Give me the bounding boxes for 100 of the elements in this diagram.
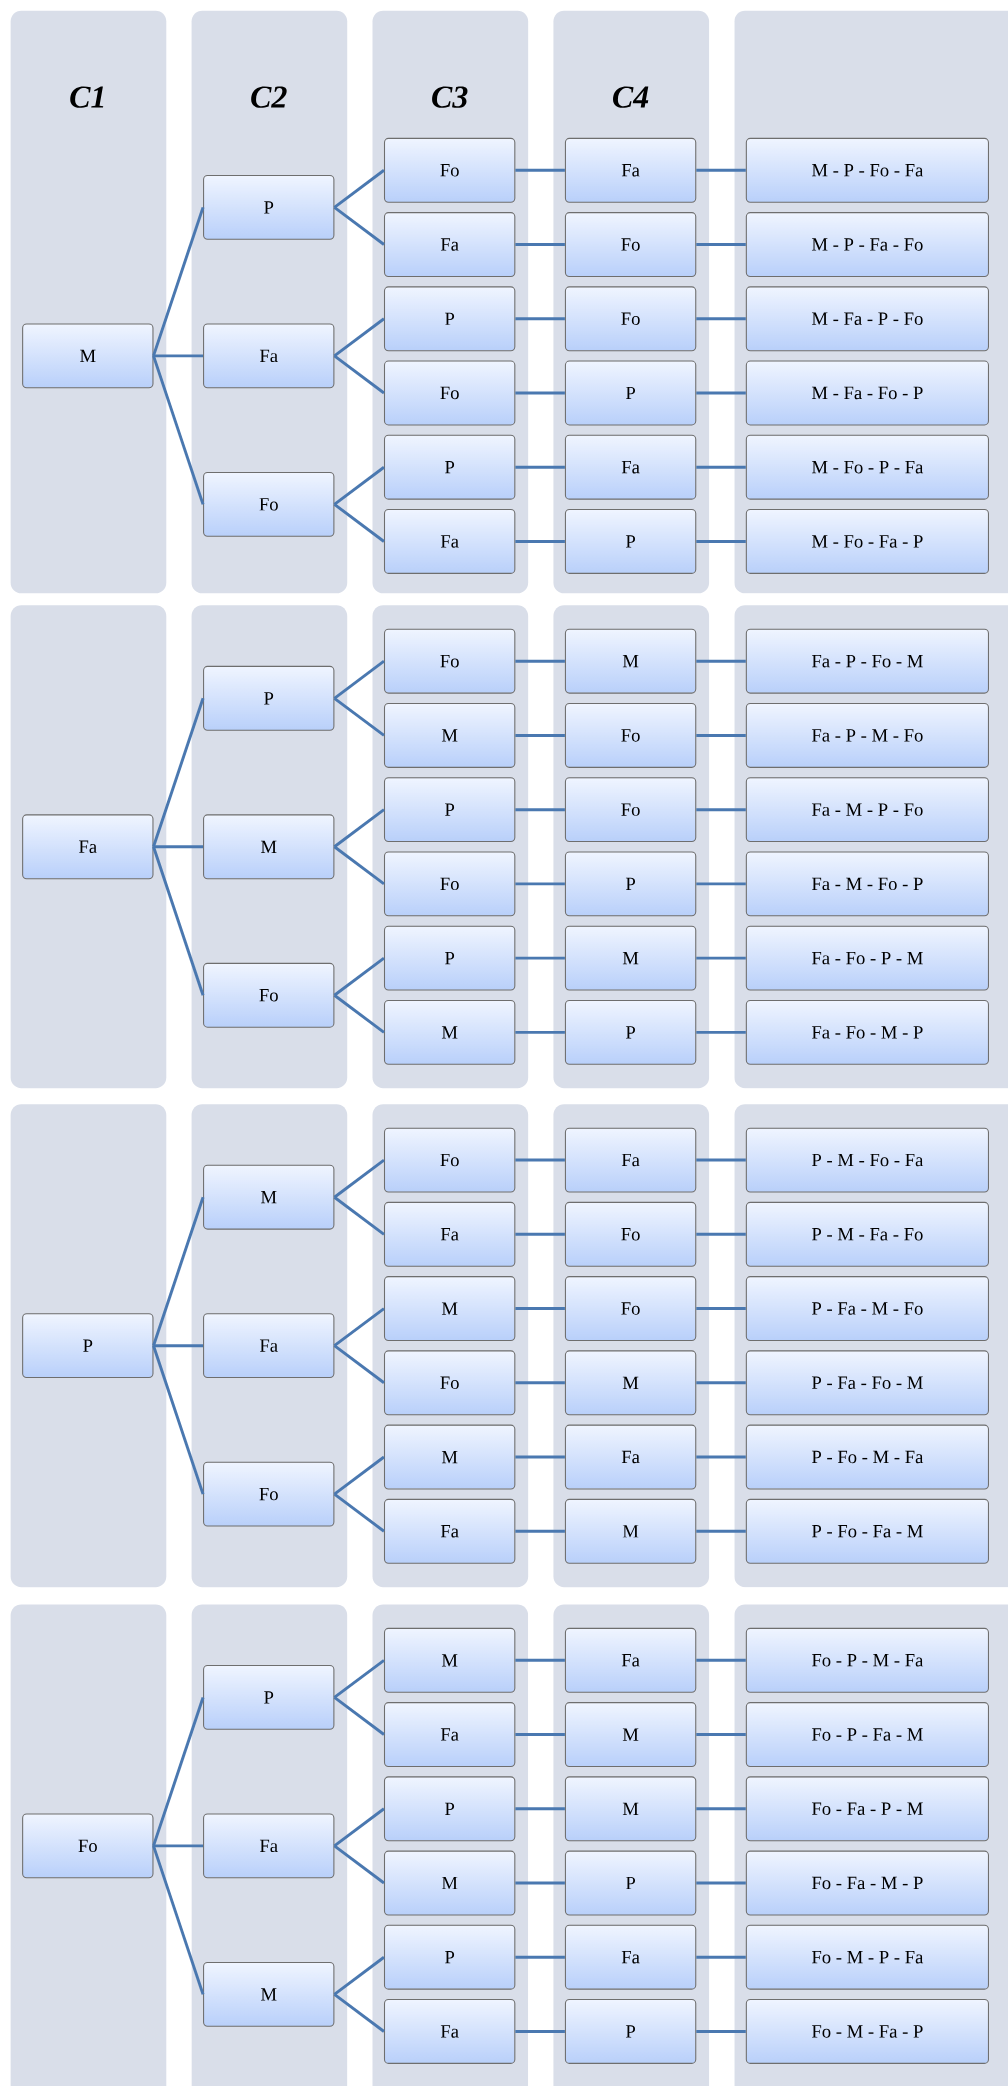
letter-box: Fo (383, 1127, 516, 1193)
letter-box: Fo (383, 137, 516, 203)
sequence-box: Fa - M - P - Fo (745, 777, 989, 843)
letter-box: Fa (564, 137, 697, 203)
connector-line (333, 466, 385, 506)
letter-box: Fo (202, 471, 335, 537)
connector-line (515, 1529, 565, 1533)
sequence-box: Fa - P - M - Fo (745, 703, 989, 768)
letter-box: Fo (21, 1813, 154, 1879)
connector-line (696, 1733, 746, 1736)
letter-box: Fa (383, 1702, 516, 1767)
letter-box: M (564, 1498, 697, 1564)
letter-box: M (383, 1424, 516, 1490)
letter-box: M (564, 925, 697, 991)
letter-box: Fo (383, 628, 516, 694)
connector-line (515, 2030, 565, 2033)
connector-line (515, 882, 565, 886)
column-heading: C2 (250, 86, 287, 108)
sequence-box: M - Fo - P - Fa (745, 434, 989, 500)
connector-line (696, 733, 746, 737)
letter-box: P (564, 999, 697, 1065)
connector-line (515, 540, 565, 543)
connector-line (515, 243, 565, 246)
connector-line (515, 1158, 565, 1162)
connector-line (696, 391, 746, 395)
connector-line (696, 168, 746, 172)
connector-line (515, 168, 565, 172)
letter-box: Fo (564, 777, 697, 843)
connector-line (333, 1956, 385, 1996)
sequence-box: Fa - Fo - P - M (745, 925, 989, 991)
letter-box: Fa (564, 1627, 697, 1693)
connector-line (515, 391, 565, 395)
connector-line (333, 1659, 385, 1699)
connector-line (696, 1381, 746, 1385)
connector-line (515, 1658, 565, 1662)
connector-line (515, 808, 565, 812)
letter-box: Fa (202, 1813, 335, 1879)
letter-box: P (383, 1924, 516, 1990)
connector-line (333, 317, 385, 358)
connector-line (696, 1955, 746, 1959)
connector-line (696, 317, 746, 321)
column-heading: C3 (431, 86, 468, 108)
connector-line (515, 317, 565, 321)
connector-line (515, 1955, 565, 1959)
connector-line (696, 1158, 746, 1162)
sequence-box: Fo - M - P - Fa (745, 1924, 989, 1990)
connector-line (333, 354, 385, 395)
sequence-box: M - P - Fo - Fa (745, 137, 989, 203)
connector-line (696, 540, 746, 543)
connector-line (696, 1455, 746, 1459)
connector-line (333, 1696, 385, 1736)
connector-line (696, 1807, 746, 1811)
sequence-box: Fo - Fa - P - M (745, 1776, 989, 1842)
letter-box: Fa (383, 509, 516, 574)
connector-line (333, 503, 385, 543)
connector-line (696, 659, 746, 663)
letter-box: P (564, 851, 697, 917)
connector-line (333, 1307, 385, 1347)
letter-box: M (564, 628, 697, 694)
connector-line (151, 355, 205, 505)
letter-box: P (564, 1850, 697, 1916)
letter-box: Fo (202, 1461, 335, 1527)
letter-box: P (202, 174, 335, 240)
letter-box: Fo (383, 851, 516, 917)
connector-line (151, 697, 205, 848)
sequence-box: P - M - Fa - Fo (745, 1201, 989, 1267)
sequence-box: P - M - Fo - Fa (745, 1127, 989, 1193)
connector-line (696, 882, 746, 886)
letter-box: M (383, 1276, 516, 1341)
connector-line (696, 465, 746, 469)
connector-line (333, 660, 385, 700)
connector-line (696, 956, 746, 960)
connector-line (153, 1844, 203, 1848)
sequence-box: P - Fo - Fa - M (745, 1498, 989, 1564)
letter-box: P (202, 1664, 335, 1730)
letter-box: Fo (202, 962, 335, 1028)
connector-line (333, 1993, 385, 2033)
connector-line (151, 206, 205, 357)
connector-line (153, 354, 203, 358)
connector-line (333, 1344, 385, 1384)
letter-box: Fa (564, 1127, 697, 1193)
sequence-box: P - Fa - M - Fo (745, 1276, 989, 1341)
letter-box: P (383, 1776, 516, 1842)
letter-box: P (564, 360, 697, 426)
letter-box: Fo (564, 1201, 697, 1267)
connector-line (515, 1807, 565, 1811)
letter-box: P (383, 286, 516, 352)
letter-box: P (202, 665, 335, 731)
column-heading: C4 (612, 86, 649, 108)
letter-box: Fa (383, 1498, 516, 1564)
letter-box: P (564, 509, 697, 574)
connector-line (515, 733, 565, 737)
connector-line (333, 1492, 385, 1533)
connector-line (696, 243, 746, 246)
letter-box: Fa (202, 323, 335, 389)
letter-box: Fo (383, 1350, 516, 1416)
letter-box: M (202, 814, 335, 880)
sequence-box: M - Fa - P - Fo (745, 286, 989, 352)
connector-line (151, 1696, 205, 1847)
connector-line (696, 1030, 746, 1034)
